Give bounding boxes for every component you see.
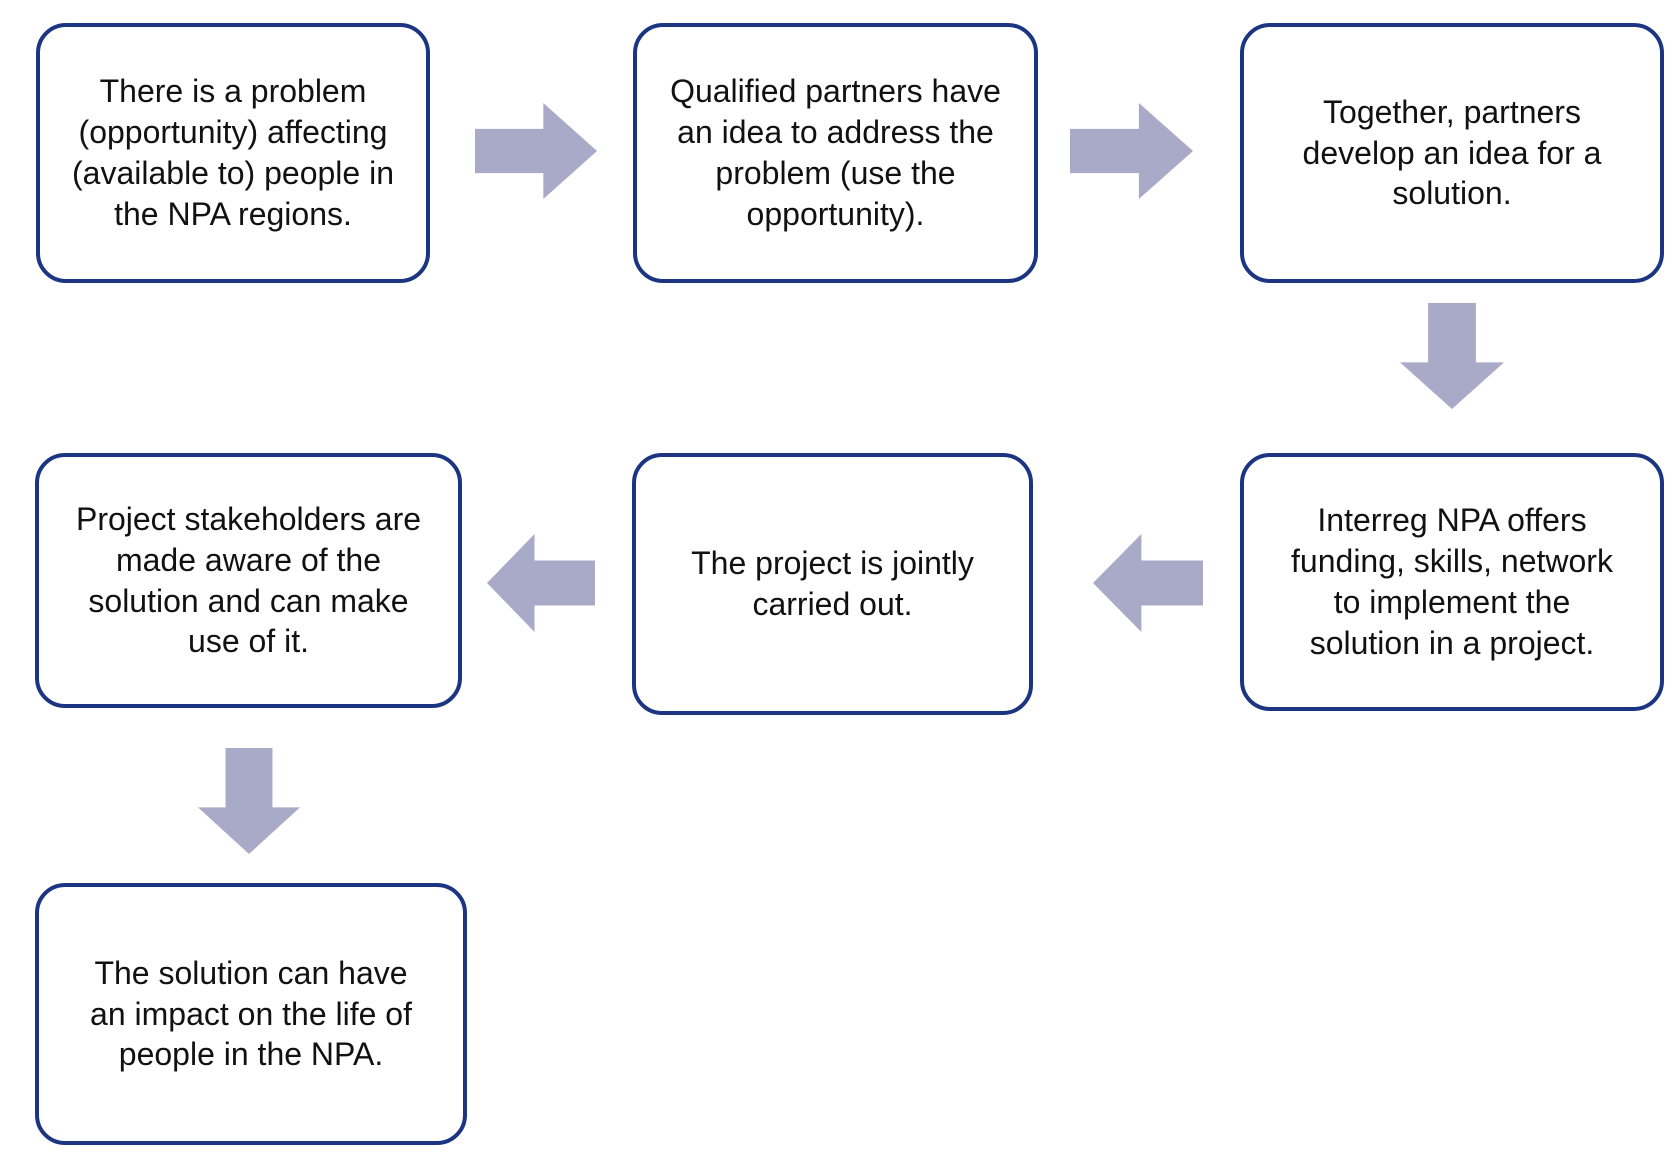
arrow-down-icon [198,748,300,854]
flow-node-problem-label: There is a problem (opportunity) affecti… [72,73,394,232]
flow-node-interreg-npa-offer: Interreg NPA offers funding, skills, net… [1240,453,1664,711]
flow-node-problem: There is a problem (opportunity) affecti… [36,23,430,283]
flow-node-stakeholders-aware: Project stakeholders are made aware of t… [35,453,462,708]
flow-node-develop-solution: Together, partners develop an idea for a… [1240,23,1664,283]
arrow-right-icon [475,103,597,199]
flow-node-develop-solution-label: Together, partners develop an idea for a… [1302,93,1602,212]
flow-node-partner-idea: Qualified partners have an idea to addre… [633,23,1038,283]
arrow-right-icon [1070,103,1193,199]
flow-node-interreg-npa-offer-label: Interreg NPA offers funding, skills, net… [1291,502,1613,661]
flow-node-partner-idea-label: Qualified partners have an idea to addre… [670,73,1001,232]
arrow-left-icon [487,534,595,632]
arrow-left-icon [1093,534,1203,632]
flow-node-impact: The solution can have an impact on the l… [35,883,467,1145]
flow-node-project-carried-out: The project is jointly carried out. [632,453,1033,715]
flow-node-project-carried-out-label: The project is jointly carried out. [691,545,974,622]
arrow-down-icon [1400,303,1504,409]
flow-node-impact-label: The solution can have an impact on the l… [90,954,412,1073]
flow-node-stakeholders-aware-label: Project stakeholders are made aware of t… [75,500,422,660]
